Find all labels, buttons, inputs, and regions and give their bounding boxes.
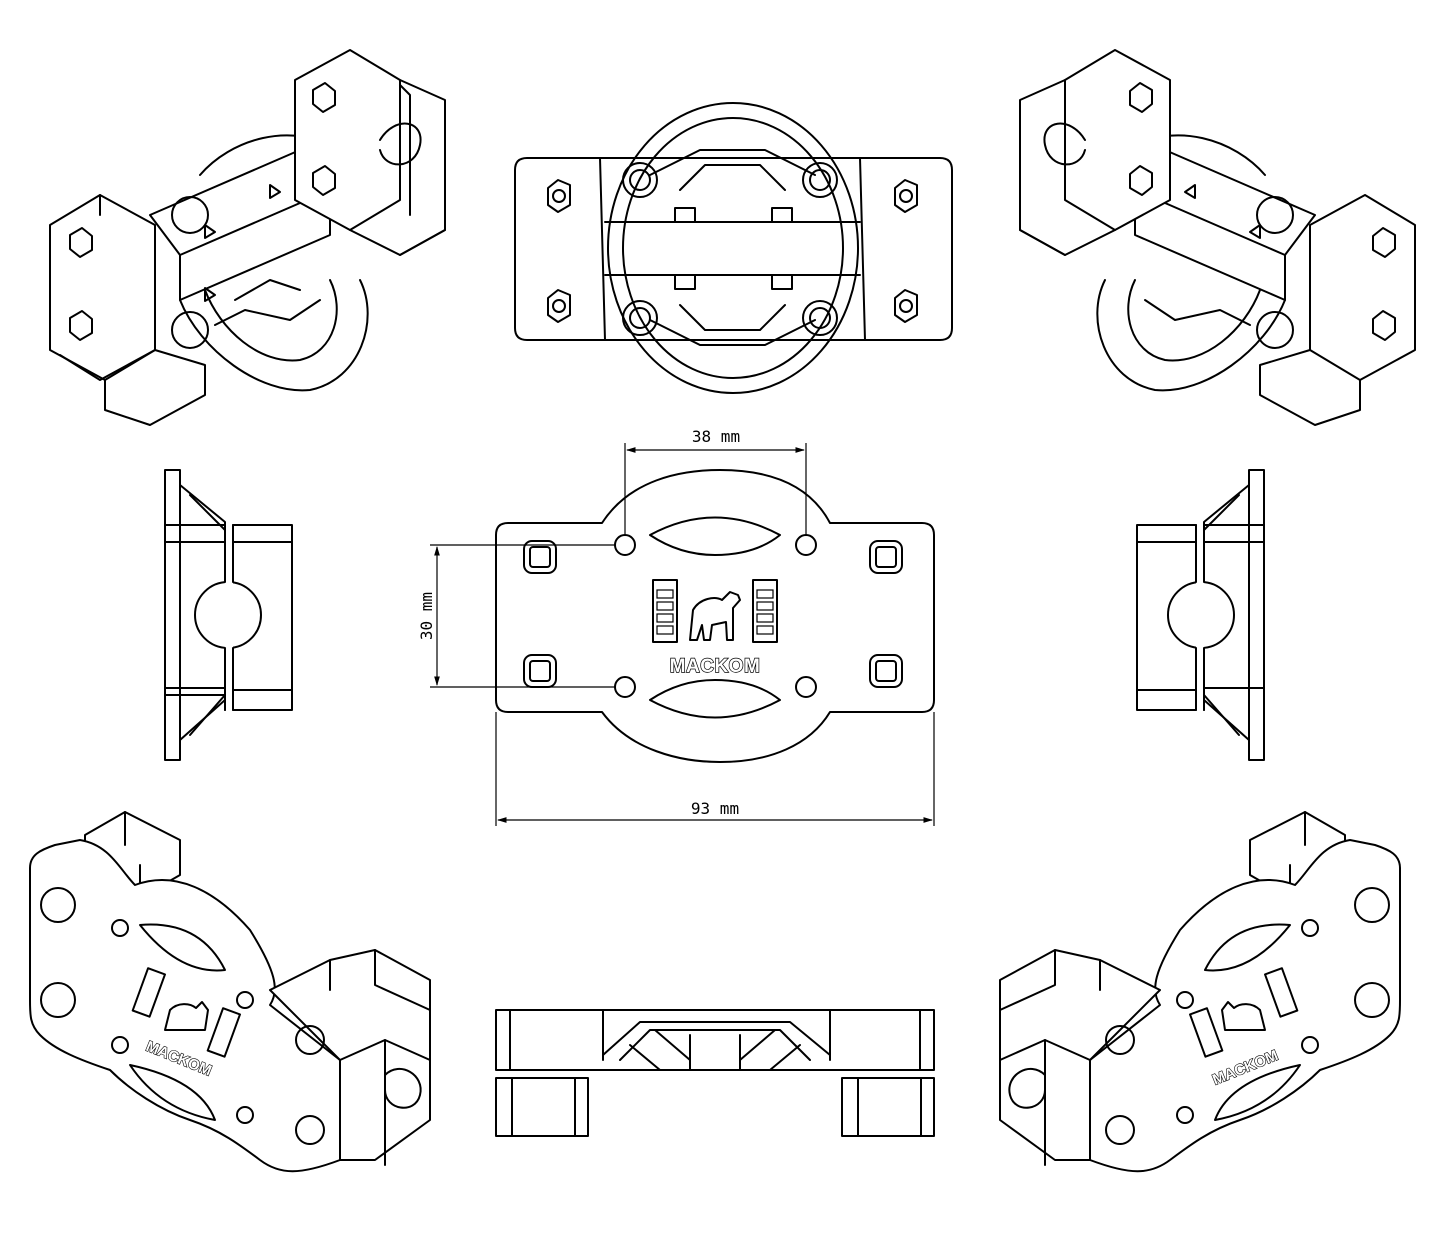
side-view-right (1136, 469, 1265, 761)
bottom-view (495, 1009, 935, 1137)
iso-view-top-left (49, 49, 446, 426)
bear-icon (689, 591, 741, 641)
side-view-left (164, 469, 293, 761)
dimension-93mm: 93 mm (691, 799, 739, 818)
dimension-30mm: 30 mm (417, 592, 436, 640)
iso-view-bottom-left: MACKOM (29, 811, 431, 1173)
iso-view-top-right (1019, 49, 1416, 426)
logo-wordmark: MACKOM (670, 656, 761, 677)
mackom-logo: MACKOM (652, 579, 778, 678)
top-view (514, 102, 953, 394)
iso-view-bottom-right (999, 811, 1401, 1173)
dimension-38mm: 38 mm (692, 427, 740, 446)
front-view: MACKOM 38 mm 30 mm 93 mm (417, 427, 935, 826)
